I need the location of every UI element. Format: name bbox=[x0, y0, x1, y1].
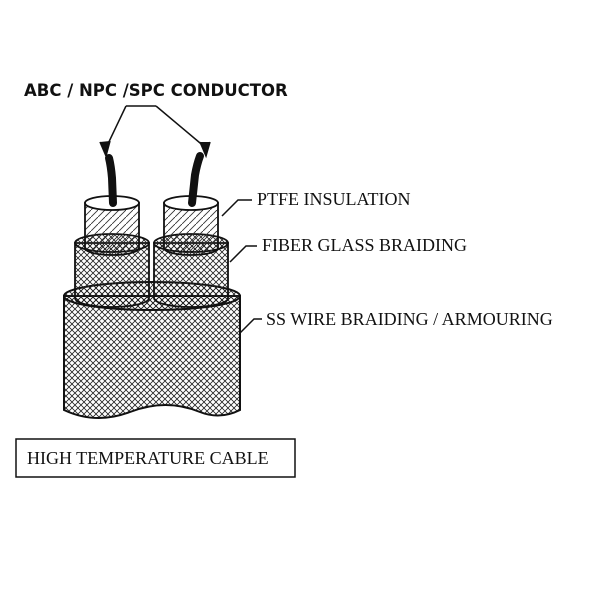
ptfe-insulation-left bbox=[84, 195, 140, 256]
ptfe-insulation-right bbox=[163, 195, 219, 256]
caption-text: HIGH TEMPERATURE CABLE bbox=[27, 448, 269, 468]
caption-box: HIGH TEMPERATURE CABLE bbox=[15, 438, 296, 478]
fiber-glass-leader-line bbox=[229, 245, 257, 263]
insulation-leader-line bbox=[221, 199, 252, 217]
ss-wire-label: SS WIRE BRAIDING / ARMOURING bbox=[266, 309, 553, 329]
conductor-right bbox=[188, 152, 204, 207]
conductor-label: ABC / NPC /SPC CONDUCTOR bbox=[24, 81, 288, 100]
ss-wire-leader-line bbox=[239, 318, 262, 334]
conductor-left bbox=[105, 154, 117, 207]
conductor-leader-lines bbox=[99, 105, 211, 159]
insulation-label: PTFE INSULATION bbox=[257, 189, 411, 209]
fiber-glass-label: FIBER GLASS BRAIDING bbox=[262, 235, 467, 255]
